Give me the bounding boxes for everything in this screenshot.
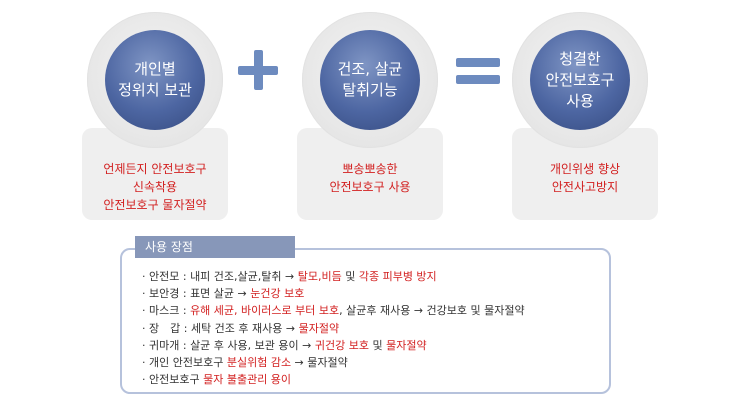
step1-circle-inner: 개인별 정위치 보관 [105, 30, 205, 130]
step1-card-line: 신속착용 [132, 180, 178, 194]
step3-circle-line: 안전보호구 [545, 70, 615, 89]
list-item: · 마스크 : 유해 세균, 바이러스로 부터 보호, 살균후 재사용 → 건강… [142, 304, 525, 318]
step2-card-text: 뽀송뽀송한 안전보호구 사용 [297, 160, 443, 196]
step1-circle: 개인별 정위치 보관 [87, 12, 223, 148]
step3-circle: 청결한 안전보호구 사용 [512, 12, 648, 148]
step3-card-line: 개인위생 향상 [549, 162, 621, 176]
step1-circle-line: 개인별 [134, 60, 176, 78]
step3-card-line: 안전사고방지 [551, 180, 619, 194]
step3-circle-inner: 청결한 안전보호구 사용 [530, 30, 630, 130]
step1-card-line: 안전보호구 물자절약 [103, 198, 207, 212]
step3-card-text: 개인위생 향상 안전사고방지 [512, 160, 658, 196]
step2-circle: 건조, 살균 탈취기능 [302, 12, 438, 148]
list-item: · 개인 안전보호구 분실위험 감소 → 물자절약 [142, 356, 348, 370]
step2-circle-inner: 건조, 살균 탈취기능 [320, 30, 420, 130]
plus-icon [238, 50, 278, 90]
step2-card-line: 안전보호구 사용 [329, 180, 411, 194]
step3-circle-line: 사용 [566, 91, 594, 110]
step1-card-text: 언제든지 안전보호구 신속착용 안전보호구 물자절약 [82, 160, 228, 214]
step3-circle-line: 청결한 [559, 49, 601, 68]
benefits-panel [120, 248, 611, 394]
step1-circle-line: 정위치 보관 [118, 81, 192, 99]
step2-circle-line: 건조, 살균 [337, 60, 403, 78]
step1-card-line: 언제든지 안전보호구 [103, 162, 207, 176]
step2-circle-line: 탈취기능 [342, 81, 398, 99]
list-item: · 귀마개 : 살균 후 사용, 보관 용이 → 귀건강 보호 및 물자절약 [142, 338, 427, 352]
benefits-panel-title: 사용 장점 [135, 236, 295, 258]
list-item: · 안전모 : 내피 건조,살균,탈취 → 탈모,비듬 및 각종 피부병 방지 [142, 270, 437, 283]
step2-card-line: 뽀송뽀송한 [342, 162, 398, 176]
step2-card: 뽀송뽀송한 안전보호구 사용 [297, 128, 443, 220]
list-item: · 안전보호구 물자 불출관리 용이 [142, 373, 292, 387]
equals-icon [456, 56, 500, 86]
list-item: · 장 갑 : 세탁 건조 후 재사용 → 물자절약 [142, 321, 340, 335]
list-item: · 보안경 : 표면 살균 → 눈건강 보호 [142, 287, 305, 301]
benefits-list: · 안전모 : 내피 건조,살균,탈취 → 탈모,비듬 및 각종 피부병 방지 … [142, 268, 525, 388]
